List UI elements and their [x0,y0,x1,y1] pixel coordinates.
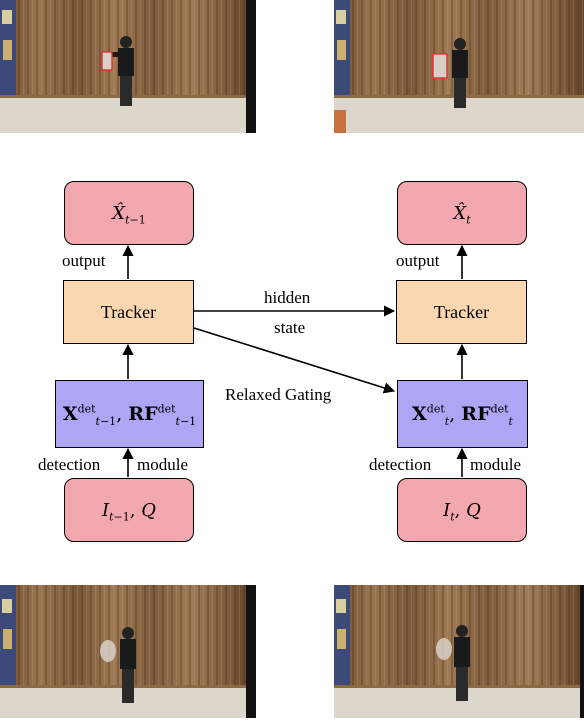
input-box-left: It−1, Q [64,478,194,542]
tracker-label-right: Tracker [433,301,490,322]
hidden-state-label-line2: state [274,318,306,337]
output-box-right: X̂t [397,181,527,245]
output-box-left: X̂t−1 [64,181,194,245]
input-box-right: It, Q [397,478,527,542]
module-label-left: module [137,455,188,474]
detection-label-right: detection [369,455,432,474]
detection-box-left: Xdett−1, RFdett−1 [55,380,204,448]
detection-label-left: detection [38,455,101,474]
detection-box-right: Xdett, RFdett [397,380,528,448]
output-label-left: output [62,251,106,270]
frame-top-left-photo [0,0,256,133]
frame-bottom-right-photo [334,585,584,718]
output-label-right: output [396,251,440,270]
tracker-box-left: Tracker [63,280,194,344]
frame-bottom-left-photo [0,585,256,718]
relaxed-gating-label: Relaxed Gating [225,385,332,404]
hidden-state-label-line1: hidden [264,288,311,307]
arrow-relaxed-gating [193,327,396,394]
frame-top-right-photo [334,0,584,133]
tracker-box-right: Tracker [396,280,527,344]
tracker-label-left: Tracker [100,301,157,322]
module-label-right: module [470,455,521,474]
